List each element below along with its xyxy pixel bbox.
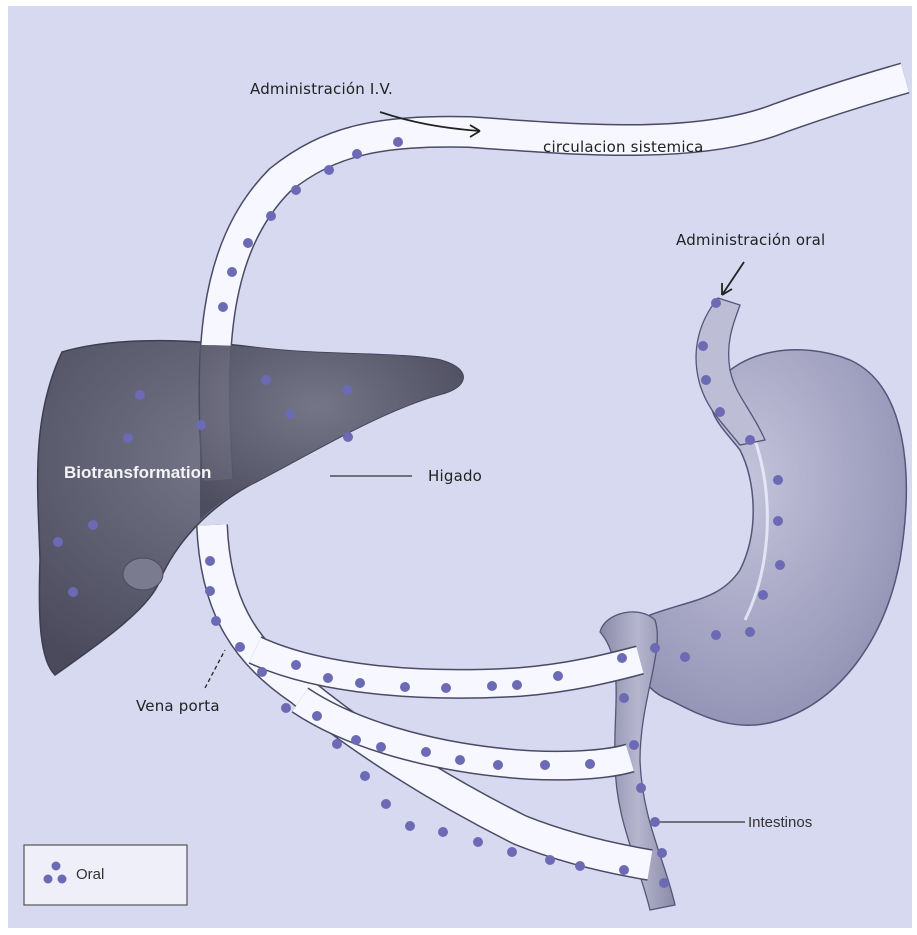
drug-dot [261, 375, 271, 385]
drug-dot [575, 861, 585, 871]
drug-dot [711, 298, 721, 308]
drug-dot [617, 653, 627, 663]
drug-dot [659, 878, 669, 888]
drug-dot [53, 537, 63, 547]
drug-dot [745, 435, 755, 445]
drug-dot [360, 771, 370, 781]
drug-dot [545, 855, 555, 865]
biotransformation-label: Biotransformation [64, 463, 211, 482]
drug-dot [438, 827, 448, 837]
drug-dot [281, 703, 291, 713]
drug-dot [235, 642, 245, 652]
drug-dot [473, 837, 483, 847]
oral-admin-label: Administración oral [676, 231, 825, 249]
legend: Oral [24, 845, 187, 905]
drug-dot [493, 760, 503, 770]
drug-dot [352, 149, 362, 159]
drug-dot [312, 711, 322, 721]
drug-dot [351, 735, 361, 745]
drug-dot [773, 475, 783, 485]
drug-dot [266, 211, 276, 221]
drug-dot [507, 847, 517, 857]
drug-dot [196, 420, 206, 430]
drug-dot [135, 390, 145, 400]
drug-dot [711, 630, 721, 640]
drug-dot [512, 680, 522, 690]
drug-dot [68, 587, 78, 597]
drug-dot [405, 821, 415, 831]
drug-dot [342, 385, 352, 395]
intestines-label: Intestinos [748, 814, 812, 831]
drug-dot [636, 783, 646, 793]
drug-dot [205, 586, 215, 596]
drug-dot [775, 560, 785, 570]
drug-dot [257, 667, 267, 677]
portal-vein-label: Vena porta [136, 697, 220, 715]
drug-dot [650, 817, 660, 827]
drug-dot [227, 267, 237, 277]
drug-dot [455, 755, 465, 765]
drug-dot [650, 643, 660, 653]
drug-dot [211, 616, 221, 626]
iv-admin-label: Administración I.V. [250, 80, 393, 98]
drug-dot [355, 678, 365, 688]
drug-dot [585, 759, 595, 769]
systemic-circulation-label: circulacion sistemica [543, 138, 704, 156]
drug-dot [680, 652, 690, 662]
drug-dot [323, 673, 333, 683]
drug-dot [332, 739, 342, 749]
legend-label: Oral [76, 866, 104, 883]
drug-dot [487, 681, 497, 691]
gallbladder-shape [123, 558, 163, 590]
drug-dot [205, 556, 215, 566]
drug-dot [657, 848, 667, 858]
drug-dot [400, 682, 410, 692]
drug-dot [291, 185, 301, 195]
drug-dot [619, 693, 629, 703]
drug-dot [619, 865, 629, 875]
drug-dot [773, 516, 783, 526]
drug-dot [698, 341, 708, 351]
drug-dot [629, 740, 639, 750]
drug-dot [553, 671, 563, 681]
drug-dot [441, 683, 451, 693]
drug-dot [421, 747, 431, 757]
drug-dot [540, 760, 550, 770]
drug-dot [218, 302, 228, 312]
liver-label: Higado [428, 467, 482, 485]
drug-dot [285, 409, 295, 419]
drug-dot [343, 432, 353, 442]
drug-dot [715, 407, 725, 417]
drug-dot [381, 799, 391, 809]
drug-dot [758, 590, 768, 600]
drug-dot [393, 137, 403, 147]
drug-dot [701, 375, 711, 385]
drug-dot [291, 660, 301, 670]
drug-dot [376, 742, 386, 752]
drug-dot [324, 165, 334, 175]
drug-dot [745, 627, 755, 637]
drug-dot [123, 433, 133, 443]
drug-dot [243, 238, 253, 248]
drug-dot [88, 520, 98, 530]
